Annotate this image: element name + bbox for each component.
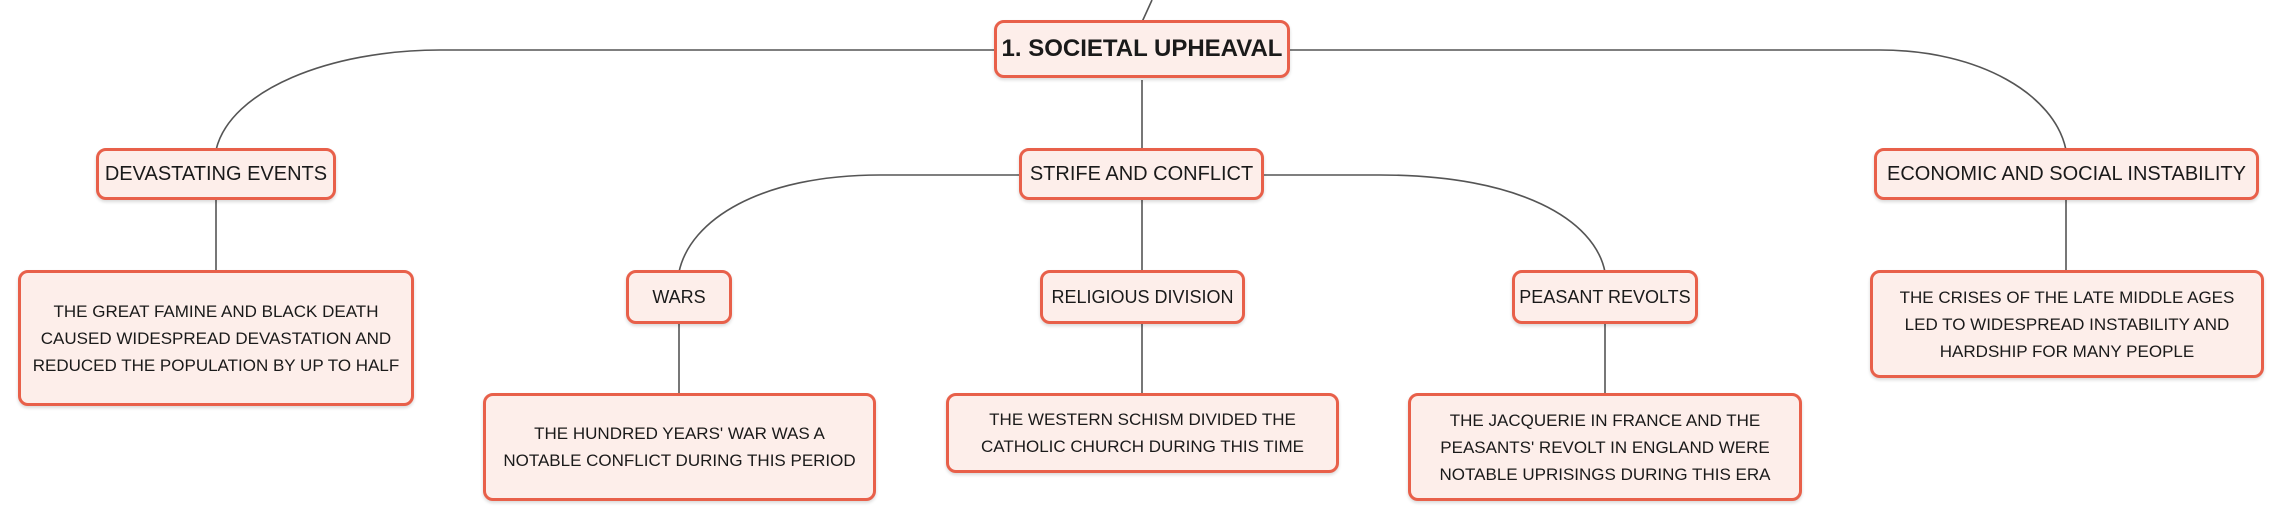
root-topic-node[interactable]: 1. SOCIETAL UPHEAVAL (994, 20, 1290, 78)
branch-economic-and-social-instability[interactable]: ECONOMIC AND SOCIAL INSTABILITY (1874, 148, 2259, 200)
branch-strife-and-conflict[interactable]: STRIFE AND CONFLICT (1019, 148, 1264, 200)
connector-root-to-devastating-events (215, 49, 997, 151)
detail-jacquerie-peasants-revolt[interactable]: THE JACQUERIE IN FRANCE AND THE PEASANTS… (1408, 393, 1802, 501)
branch-devastating-events[interactable]: DEVASTATING EVENTS (96, 148, 336, 200)
detail-great-famine-black-death[interactable]: THE GREAT FAMINE AND BLACK DEATH CAUSED … (18, 270, 414, 406)
connector-root-to-economic (1289, 49, 2067, 151)
detail-hundred-years-war[interactable]: THE HUNDRED YEARS' WAR WAS A NOTABLE CON… (483, 393, 876, 501)
connector-strife-to-wars (678, 174, 1020, 273)
subtopic-religious-division[interactable]: RELIGIOUS DIVISION (1040, 270, 1245, 324)
subtopic-wars[interactable]: WARS (626, 270, 732, 324)
connector-strife-to-peasant (1263, 174, 1606, 273)
connector-parent-to-root (1141, 0, 1153, 23)
subtopic-peasant-revolts[interactable]: PEASANT REVOLTS (1512, 270, 1698, 324)
detail-western-schism[interactable]: THE WESTERN SCHISM DIVIDED THE CATHOLIC … (946, 393, 1339, 473)
detail-late-middle-ages-crises[interactable]: THE CRISES OF THE LATE MIDDLE AGES LED T… (1870, 270, 2264, 378)
